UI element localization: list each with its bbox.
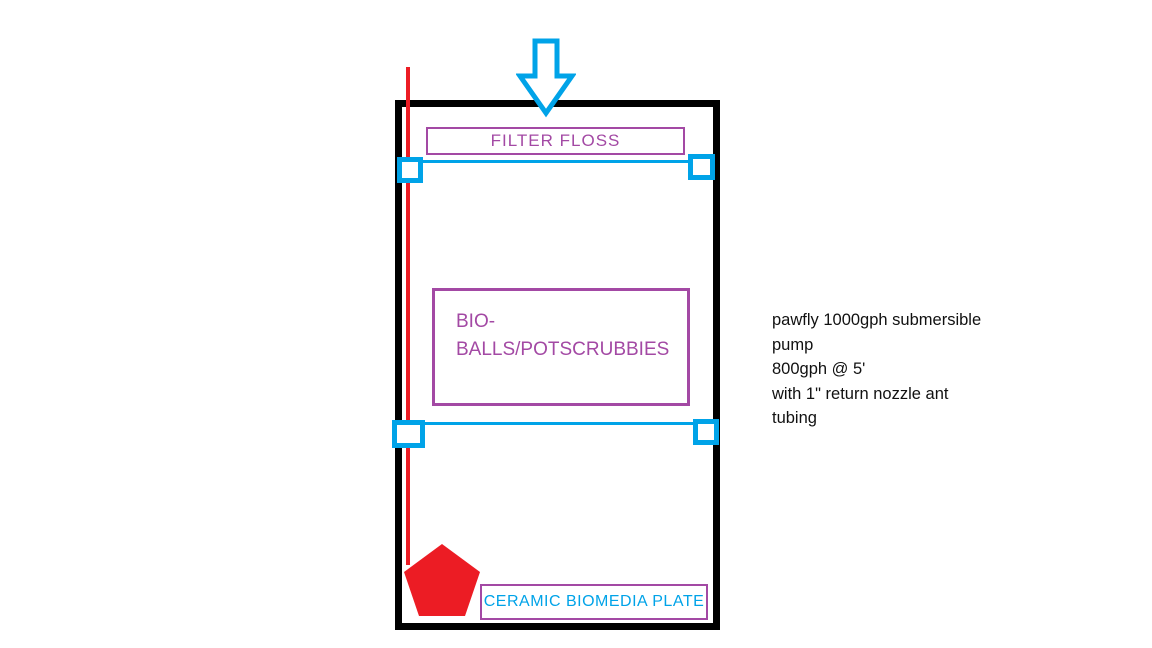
annotation-line-2: pump	[772, 335, 814, 354]
bio-balls-box: BIO- BALLS/POTSCRUBBIES	[432, 288, 690, 406]
drip-tray-top-line	[402, 160, 714, 163]
bio-balls-label-line2: BALLS/POTSCRUBBIES	[456, 339, 670, 360]
tray-bracket-top-right	[688, 154, 715, 180]
tray-bracket-bottom-left	[392, 420, 425, 448]
drip-tray-bottom-line	[402, 422, 714, 425]
ceramic-biomedia-plate-box: CERAMIC BIOMEDIA PLATE	[480, 584, 708, 620]
sump-tank-outline	[395, 100, 720, 630]
bio-balls-label-line1: BIO-	[456, 311, 496, 332]
annotation-line-4: with 1" return nozzle ant	[772, 384, 949, 403]
pump-pentagon-icon	[404, 544, 480, 616]
pump-intake-line	[406, 67, 410, 565]
annotation-line-1: pawfly 1000gph submersible	[772, 311, 982, 329]
tray-bracket-top-left	[397, 157, 423, 183]
filter-floss-box: FILTER FLOSS	[426, 127, 685, 155]
ceramic-biomedia-plate-label: CERAMIC BIOMEDIA PLATE	[483, 593, 705, 610]
inflow-arrow-icon	[516, 38, 576, 118]
annotation-line-5: tubing	[772, 409, 817, 427]
filter-floss-label: FILTER FLOSS	[490, 131, 621, 150]
tray-bracket-bottom-right	[693, 419, 719, 445]
annotation-line-3: 800gph @ 5'	[772, 360, 866, 378]
pump-annotation: pawfly 1000gph submersible pump 800gph @…	[772, 308, 1052, 431]
